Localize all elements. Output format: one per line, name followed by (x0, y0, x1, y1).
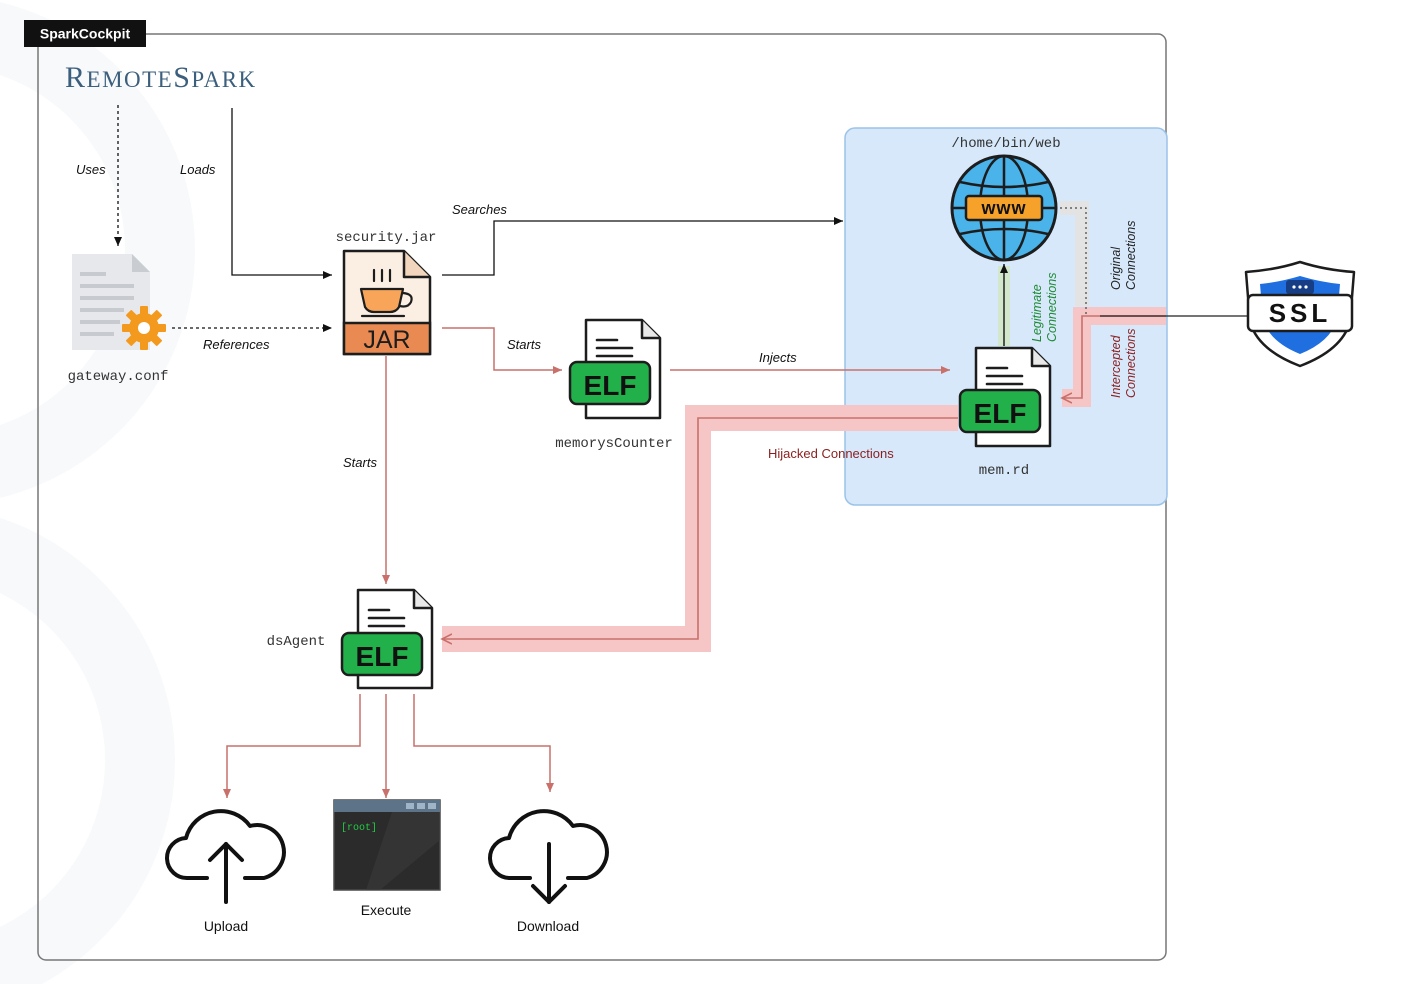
gear-icon (122, 306, 166, 350)
references-label: References (203, 337, 270, 352)
download-arrow (413, 694, 554, 792)
brand-rest-2: PARK (191, 67, 256, 92)
injects-label: Injects (759, 350, 797, 365)
legitimate-connections-label: Legitimate Connections (1030, 273, 1059, 343)
background-watermark (0, 2, 195, 984)
elf-file-icon-memoryscounter: ELF (568, 318, 662, 420)
searches-arrow (442, 217, 843, 276)
elf-badge-text-dsagent: ELF (356, 641, 409, 672)
brand-rest-1: EMOTE (87, 67, 174, 92)
brand-letter-r: R (65, 61, 87, 94)
hijacked-connections-band (442, 405, 958, 652)
brand-letter-s: S (173, 61, 191, 94)
searches-label: Searches (452, 202, 507, 217)
execute-label: Execute (361, 902, 412, 918)
www-badge (964, 194, 1044, 222)
uses-label: Uses (76, 162, 106, 177)
jar-badge-text: JAR (363, 326, 410, 354)
ssl-shield-icon: SSL (1244, 260, 1356, 368)
coffee-cup-icon (359, 268, 413, 318)
terminal-prompt-text: [root] (341, 822, 377, 834)
starts-memoryscounter-label: Starts (507, 337, 541, 352)
loads-label: Loads (180, 162, 216, 177)
dsagent-label: dsAgent (267, 634, 326, 650)
download-label: Download (517, 918, 579, 934)
brand-logo: REMOTESPARK (65, 61, 257, 94)
frame-label: SparkCockpit (24, 20, 146, 47)
gateway-conf-label: gateway.conf (68, 369, 169, 385)
elf-badge-text-memrd: ELF (974, 398, 1027, 429)
original-connections-path (1060, 201, 1089, 316)
upload-cloud-icon (164, 809, 286, 904)
globe-icon: www (950, 154, 1058, 262)
ssl-badge (1246, 293, 1354, 333)
starts-dsagent-label: Starts (343, 455, 377, 470)
jar-file-icon: JAR (342, 249, 432, 356)
memoryscounter-label: memorysCounter (555, 436, 673, 452)
starts-memoryscounter-arrow (442, 327, 562, 374)
terminal-icon: [root] (333, 799, 441, 891)
elf-file-icon-dsagent: ELF (340, 588, 434, 690)
frame-label-text: SparkCockpit (40, 26, 131, 42)
loads-arrow (231, 108, 332, 279)
ssl-badge-text: SSL (1269, 298, 1332, 328)
intercepted-connections-label: Intercepted Connections (1109, 329, 1138, 399)
hijacked-connections-label: Hijacked Connections (768, 446, 894, 461)
memrd-label: mem.rd (979, 463, 1029, 479)
elf-file-icon-memrd: ELF (958, 346, 1052, 448)
download-cloud-icon (487, 809, 609, 904)
security-jar-label: security.jar (336, 230, 437, 246)
upload-label: Upload (204, 918, 248, 934)
elf-badge-text-memoryscounter: ELF (584, 370, 637, 401)
config-file-icon (72, 254, 166, 350)
original-connections-label: Original Connections (1109, 221, 1138, 291)
web-directory-path: /home/bin/web (951, 136, 1060, 152)
upload-arrow (223, 694, 361, 798)
www-badge-text: www (980, 198, 1026, 218)
